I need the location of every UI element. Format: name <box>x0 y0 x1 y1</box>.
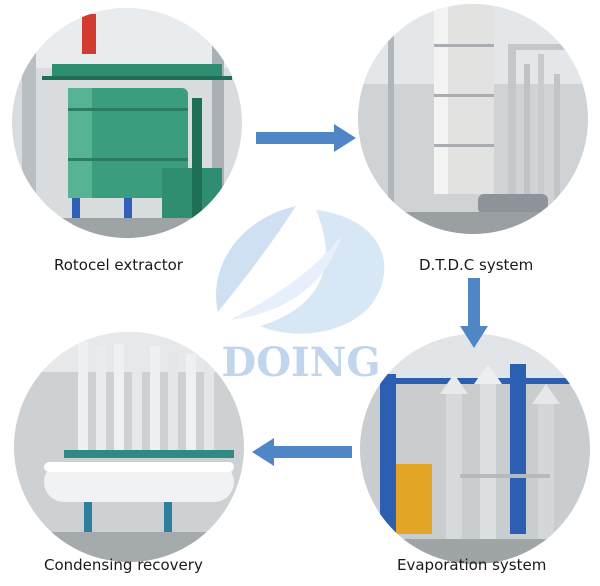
photo-evaporation-system <box>360 334 590 564</box>
caption-dtdc-system: D.T.D.C system <box>419 256 534 274</box>
arrow-right-icon <box>256 124 356 156</box>
logo-leaf-right <box>260 210 385 334</box>
caption-condensing-recovery: Condensing recovery <box>44 556 203 574</box>
doing-logo-watermark: DOING <box>196 200 406 394</box>
caption-evaporation-system: Evaporation system <box>397 556 547 574</box>
logo-wordmark: DOING <box>222 339 381 386</box>
photo-rotocel-extractor <box>12 8 242 238</box>
logo-leaf-left <box>216 206 296 312</box>
logo-swoosh <box>230 234 342 320</box>
arrow-down-icon <box>460 278 488 352</box>
photo-condensing-recovery <box>14 332 244 562</box>
arrow-left-icon <box>252 438 352 470</box>
photo-dtdc-system <box>358 4 588 234</box>
caption-rotocel-extractor: Rotocel extractor <box>54 256 183 274</box>
